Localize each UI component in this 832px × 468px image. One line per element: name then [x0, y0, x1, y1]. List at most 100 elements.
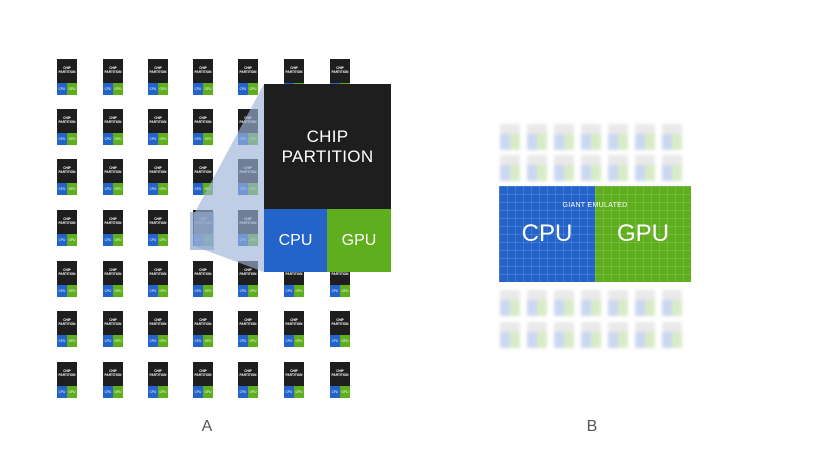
small-chip-gpu: GPU: [113, 285, 123, 297]
ghost-chip-gpu: [510, 134, 520, 150]
small-chip-gpu: GPU: [203, 133, 213, 145]
small-chip-partition-line2: PARTITION: [149, 170, 167, 174]
ghost-chip-gpu: [672, 300, 682, 316]
ghost-chip-partition: [527, 124, 547, 134]
ghost-chip: [635, 290, 655, 316]
ghost-chip-cpu: [581, 300, 591, 316]
small-chip-partition-line1: CHIP: [154, 268, 162, 273]
small-chip-partition-line2: PARTITION: [149, 373, 167, 377]
ghost-chip: [500, 124, 520, 150]
ghost-chip-partition: [581, 124, 601, 134]
small-chip-gpu: GPU: [340, 386, 350, 398]
ghost-chip-cpu: [581, 165, 591, 181]
ghost-chip: [635, 124, 655, 150]
ghost-chip: [581, 322, 601, 348]
ghost-chip-cpu: [581, 134, 591, 150]
small-chip-cpu: CPU: [57, 386, 67, 398]
zoomed-chip: CHIP PARTITION CPU GPU: [264, 84, 391, 272]
small-chip-partition-line1: CHIP: [109, 116, 117, 121]
small-chip-partition-line1: CHIP: [154, 318, 162, 323]
small-chip-partition-line1: CHIP: [63, 116, 71, 121]
small-chip-partition-line2: PARTITION: [331, 373, 349, 377]
ghost-chip-cpu: [554, 165, 564, 181]
small-chip-cpu: CPU: [284, 285, 294, 297]
ghost-chip: [635, 322, 655, 348]
small-chip-partition-line2: PARTITION: [285, 272, 303, 276]
ghost-chip-gpu: [591, 134, 601, 150]
ghost-chip-cpu: [527, 332, 537, 348]
ghost-chip-partition: [581, 290, 601, 300]
ghost-chip: [554, 124, 574, 150]
ghost-chip-gpu: [564, 332, 574, 348]
small-chip-cpu: CPU: [103, 285, 113, 297]
small-chip-cpu: CPU: [57, 285, 67, 297]
ghost-chip-partition: [554, 322, 574, 332]
ghost-chip-gpu: [537, 300, 547, 316]
small-chip-partition-line2: PARTITION: [149, 221, 167, 225]
small-chip-cpu: CPU: [57, 183, 67, 195]
small-chip-partition-line1: CHIP: [290, 66, 298, 71]
ghost-chip: [554, 155, 574, 181]
ghost-chip-gpu: [618, 165, 628, 181]
small-chip-partition-line1: CHIP: [63, 166, 71, 171]
small-chip-partition-line2: PARTITION: [194, 272, 212, 276]
small-chip-partition-line2: PARTITION: [194, 322, 212, 326]
ghost-chip: [527, 124, 547, 150]
ghost-chip-partition: [500, 290, 520, 300]
small-chip-gpu: GPU: [113, 83, 123, 95]
small-chip-partition-line2: PARTITION: [58, 272, 76, 276]
ghost-chip-gpu: [645, 300, 655, 316]
small-chip-partition-line1: CHIP: [109, 268, 117, 273]
ghost-chip-gpu: [564, 300, 574, 316]
small-chip-cpu: CPU: [148, 285, 158, 297]
ghost-chip-cpu: [527, 134, 537, 150]
small-chip-partition-line1: CHIP: [244, 268, 252, 273]
small-chip-partition-line1: CHIP: [63, 318, 71, 323]
zoomed-chip-cpu: CPU: [264, 209, 327, 272]
small-chip-partition-line2: PARTITION: [285, 70, 303, 74]
small-chip-partition-line2: PARTITION: [285, 322, 303, 326]
small-chip-gpu: GPU: [294, 335, 304, 347]
small-chip-gpu: GPU: [203, 285, 213, 297]
small-chip-cpu: CPU: [193, 133, 203, 145]
small-chip-partition-line2: PARTITION: [58, 70, 76, 74]
ghost-chip-gpu: [672, 165, 682, 181]
small-chip-partition-line1: CHIP: [244, 369, 252, 374]
small-chip-partition-line2: PARTITION: [104, 221, 122, 225]
ghost-chip-gpu: [591, 300, 601, 316]
ghost-chip-cpu: [635, 332, 645, 348]
giant-grid-overlay: [499, 186, 691, 282]
small-chip-partition-line2: PARTITION: [285, 373, 303, 377]
small-chip-cpu: CPU: [57, 133, 67, 145]
small-chip-cpu: CPU: [330, 285, 340, 297]
small-chip-gpu: GPU: [158, 234, 168, 246]
giant-cpu-label: CPU: [521, 220, 573, 247]
small-chip-partition-line2: PARTITION: [104, 70, 122, 74]
small-chip-cpu: CPU: [238, 386, 248, 398]
small-chip-partition-line1: CHIP: [290, 369, 298, 374]
ghost-chip-cpu: [662, 332, 672, 348]
